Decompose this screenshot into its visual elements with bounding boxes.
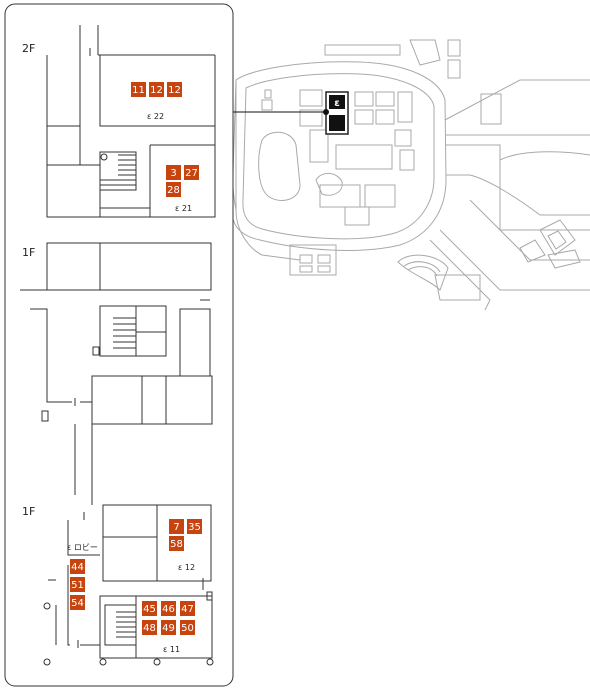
building-marker-label: ε [334,98,340,109]
room-badge-number: 47 [181,604,194,615]
floor-label-1f-lower: 1F [22,505,35,518]
room-badge-e11: 47 [180,601,195,616]
room-badge-number: 12 [150,85,163,96]
room-label-e22: ε 22 [147,112,164,121]
room-badge-e11: 46 [161,601,176,616]
room-badge-e11: 50 [180,620,195,635]
room-badge-e11: 48 [142,620,157,635]
room-badge-e12: 7 [169,519,184,534]
room-badge-number: 50 [181,623,194,634]
room-badge-number: 11 [132,85,145,96]
room-label-e12: ε 12 [178,563,195,572]
floor-2f [46,25,216,218]
floor-1f-lower [43,504,214,666]
room-badge-lobby: 51 [70,577,85,592]
room-badge-e22: 12 [167,82,182,97]
room-badge-lobby: 54 [70,595,85,610]
room-badge-e21: 28 [166,182,181,197]
room-badge-number: 44 [71,562,84,573]
room-badge-number: 54 [71,598,84,609]
room-badge-e22: 12 [149,82,164,97]
room-badge-e21: 27 [184,165,199,180]
room-badge-number: 3 [170,168,176,179]
room-badge-number: 28 [167,185,180,196]
room-badge-number: 51 [71,580,84,591]
floor-1f-upper [20,242,213,505]
floor-plan-panel [4,3,234,687]
room-badge-lobby: 44 [70,559,85,574]
room-badge-number: 12 [168,85,181,96]
room-badge-number: 49 [162,623,175,634]
room-badge-e11: 45 [142,601,157,616]
room-number-badges: 11 12 12 3 27 28 7 35 58 44 51 54 45 46 47 48 49 50 [70,82,202,635]
room-badge-number: 46 [162,604,175,615]
campus-map [229,39,590,311]
room-badge-e22: 11 [131,82,146,97]
room-badge-e11: 49 [161,620,176,635]
room-label-e11: ε 11 [163,645,180,654]
room-label-e21: ε 21 [175,204,192,213]
room-badge-number: 58 [170,539,183,550]
room-badge-number: 45 [143,604,156,615]
room-badge-number: 48 [143,623,156,634]
room-badge-number: 7 [173,522,179,533]
room-label-lobby: ε ロビー [67,543,98,552]
room-badge-e12: 35 [187,519,202,534]
room-badge-e21: 3 [166,165,181,180]
floor-label-1f-upper: 1F [22,246,35,259]
room-badge-number: 27 [185,168,198,179]
room-badge-e12: 58 [169,536,184,551]
room-badge-number: 35 [188,522,201,533]
floor-label-2f: 2F [22,42,35,55]
target-building: ε [323,91,349,135]
